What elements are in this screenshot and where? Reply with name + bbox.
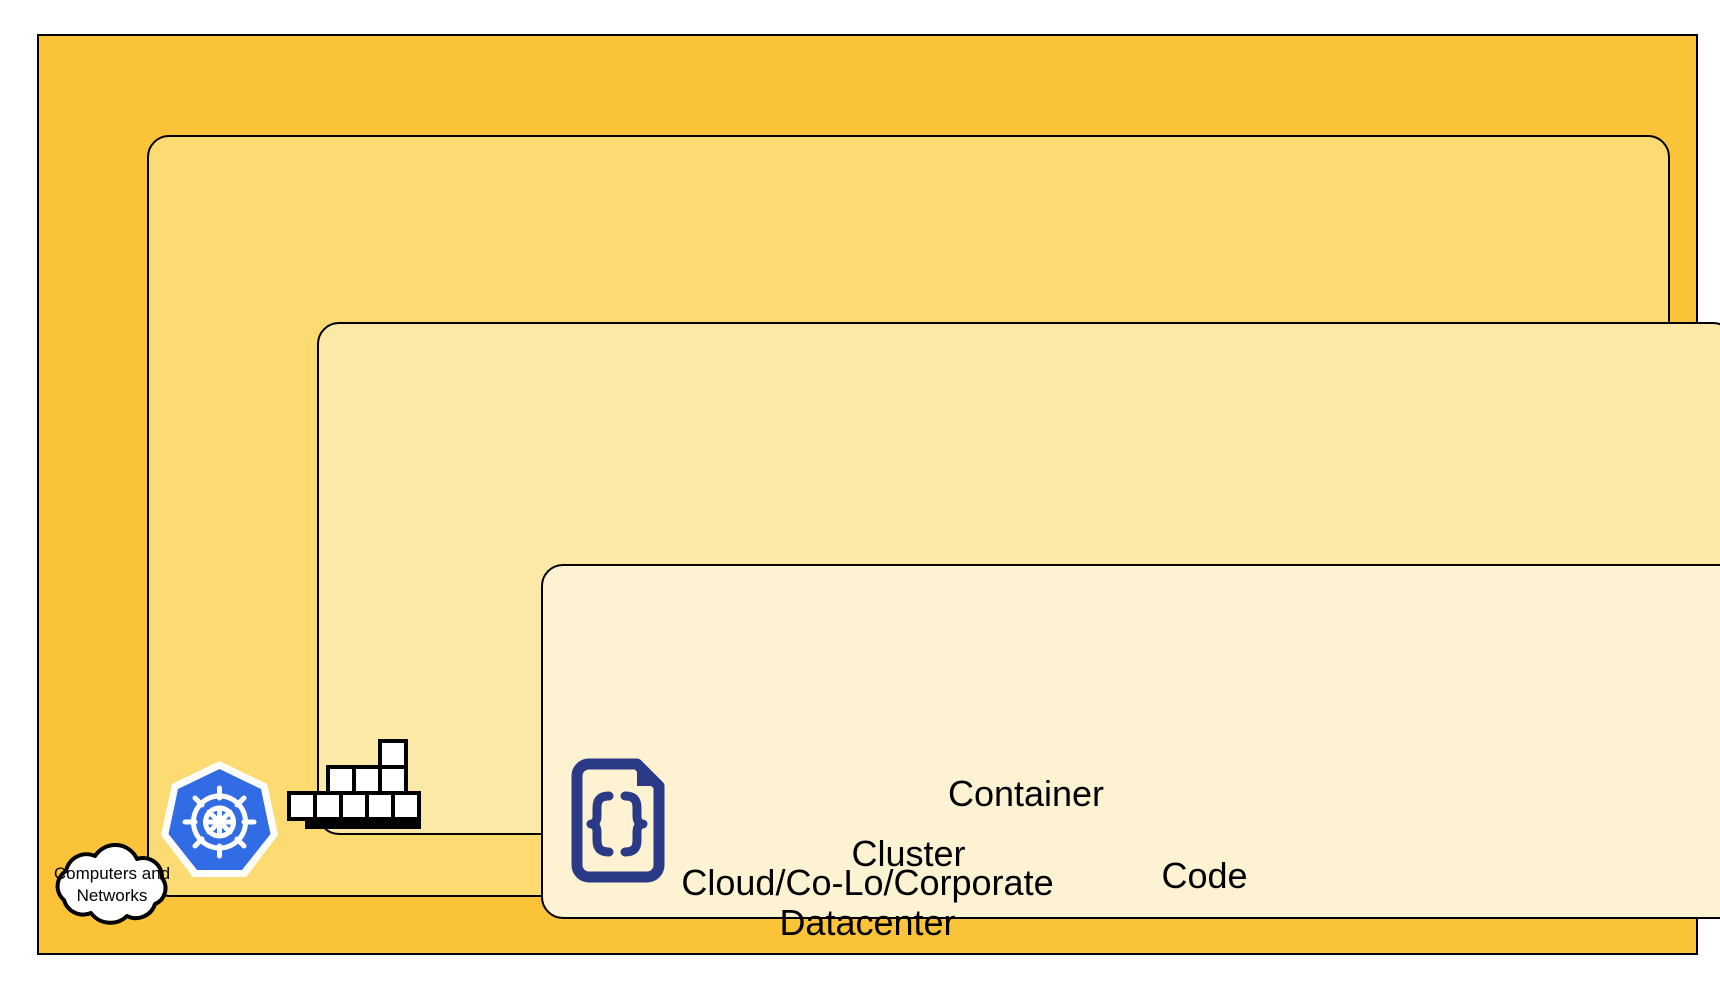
layer-label-cluster: Cluster: [851, 833, 966, 874]
computers-and-networks-cloud[interactable]: Computers and Networks: [32, 841, 192, 933]
layer-container[interactable]: Code: [287, 322, 1720, 919]
layer-label-datacenter: Cloud/Co-Lo/Corporate Datacenter: [681, 862, 1054, 943]
kubernetes-logo-icon: [157, 758, 282, 883]
layer-code[interactable]: Code: [541, 564, 1720, 919]
layer-label-code: Code: [1161, 855, 1248, 896]
code-document-icon: [563, 758, 673, 889]
layer-label-container: Container: [947, 773, 1105, 814]
layer-datacenter[interactable]: Code: [37, 34, 1720, 955]
stacked-boxes-icon: [287, 739, 429, 831]
layer-cluster[interactable]: Code: [147, 135, 1720, 919]
